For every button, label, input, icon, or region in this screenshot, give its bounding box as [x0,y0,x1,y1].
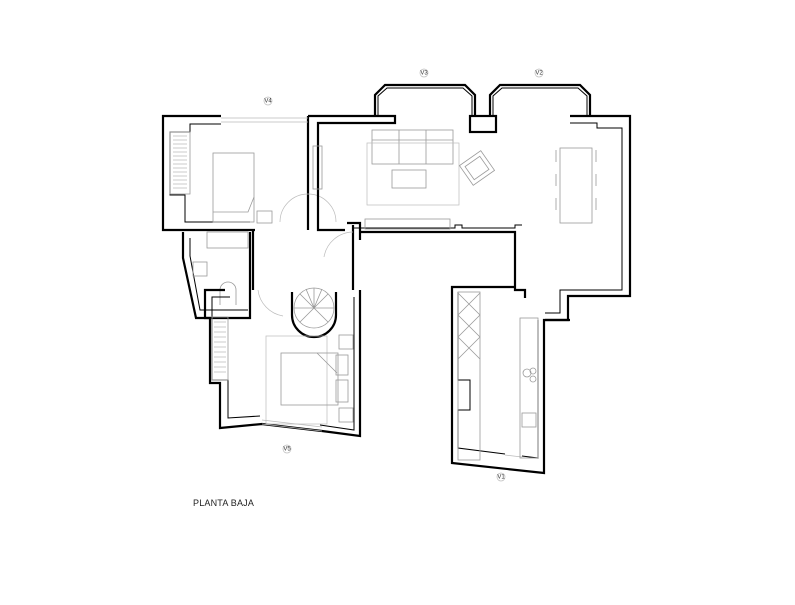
bedroom-1-walls [161,114,310,232]
bathroom-walls [181,232,252,320]
svg-text:V1: V1 [497,475,505,481]
sofa [366,129,460,206]
drawing-title: PLANTA BAJA [193,498,255,508]
sideboard [364,218,451,230]
tv-cabinet [312,145,323,190]
hall-walls [251,225,355,290]
window-tag-v3: V3 [419,68,429,78]
nightstand [256,210,273,224]
window-tag-v5: V5 [282,444,292,454]
door-swing [279,193,337,223]
dining-table [555,147,597,224]
svg-text:V5: V5 [283,447,291,453]
bathtub [206,231,249,249]
bedroom-2-walls [203,288,362,438]
kitchen-tall-units [457,291,481,461]
window-tag-v1: V1 [496,472,506,482]
svg-text:V4: V4 [264,99,272,105]
wardrobe-2 [211,316,229,381]
window-tag-v4: V4 [263,96,273,106]
svg-text:V2: V2 [535,71,543,77]
spiral-staircase [290,287,338,339]
living-room-walls [308,83,632,322]
bed-single [212,152,255,223]
door-swings-hall [257,231,354,317]
kitchen-counter [519,317,539,459]
wardrobe-1 [169,131,191,195]
coffee-table [391,169,427,189]
kitchen-walls [450,285,570,475]
armchair [458,150,496,186]
washbasin [192,261,208,277]
toilet [219,281,237,305]
bed-double [265,335,349,425]
nightstand-left [338,334,354,350]
svg-text:V3: V3 [420,71,428,77]
nightstand-right [338,407,354,423]
window-tag-v2: V2 [534,68,544,78]
